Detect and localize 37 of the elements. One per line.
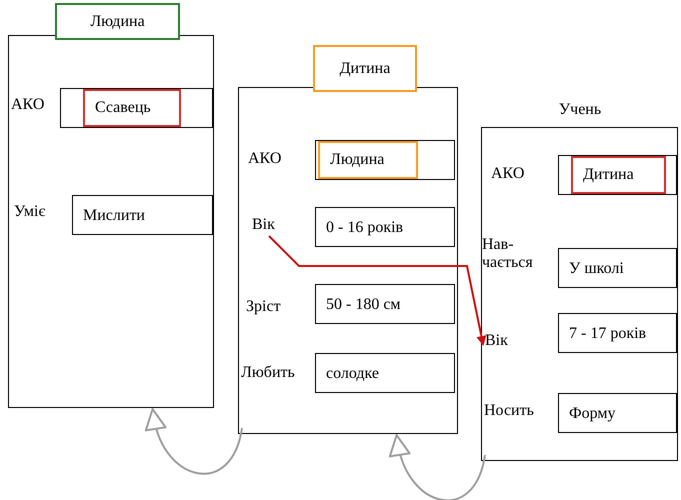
frame-card [8, 3, 214, 408]
slot-value: Мислити [83, 206, 145, 226]
arrow [146, 408, 243, 474]
slot-label: Зріст [246, 298, 282, 316]
slot-value-box [315, 140, 455, 180]
slot-value-box [558, 248, 677, 288]
slot-label: Носить [484, 402, 535, 420]
highlighted-value: Ссавець [83, 89, 181, 127]
slot-label: Вік [485, 330, 519, 352]
highlighted-value: Людина [318, 141, 418, 179]
slot-value-box [72, 195, 213, 235]
slot-value: 0 - 16 років [326, 218, 404, 238]
slot-value-box [558, 155, 677, 195]
frame-title: Людина [55, 3, 180, 40]
arrow [268, 235, 486, 346]
slot-label: Нав- чається [482, 236, 534, 272]
slot-label: АКО [248, 150, 282, 168]
slot-value: солодке [326, 364, 380, 384]
slot-label: АКО [491, 165, 526, 183]
slot-value: Форму [569, 404, 616, 424]
slot-value: 50 - 180 см [326, 295, 401, 315]
slot-value-box [315, 353, 455, 393]
slot-label: Уміє [14, 203, 46, 221]
slot-label: АКО [11, 96, 46, 114]
slot-value-box [315, 284, 455, 324]
slot-value-box [315, 207, 455, 247]
slot-label: Любить [241, 364, 296, 382]
frame-card [238, 45, 458, 434]
slot-value-box [558, 313, 677, 353]
highlighted-value: Дитина [571, 156, 666, 194]
frame-title: Дитина [313, 45, 417, 92]
slot-value: 7 - 17 років [569, 324, 646, 344]
arrow [390, 434, 486, 500]
slot-value: У школі [569, 259, 624, 279]
slot-value-box [558, 393, 677, 433]
slot-label: Вік [252, 214, 286, 236]
slot-value-box [60, 88, 213, 128]
